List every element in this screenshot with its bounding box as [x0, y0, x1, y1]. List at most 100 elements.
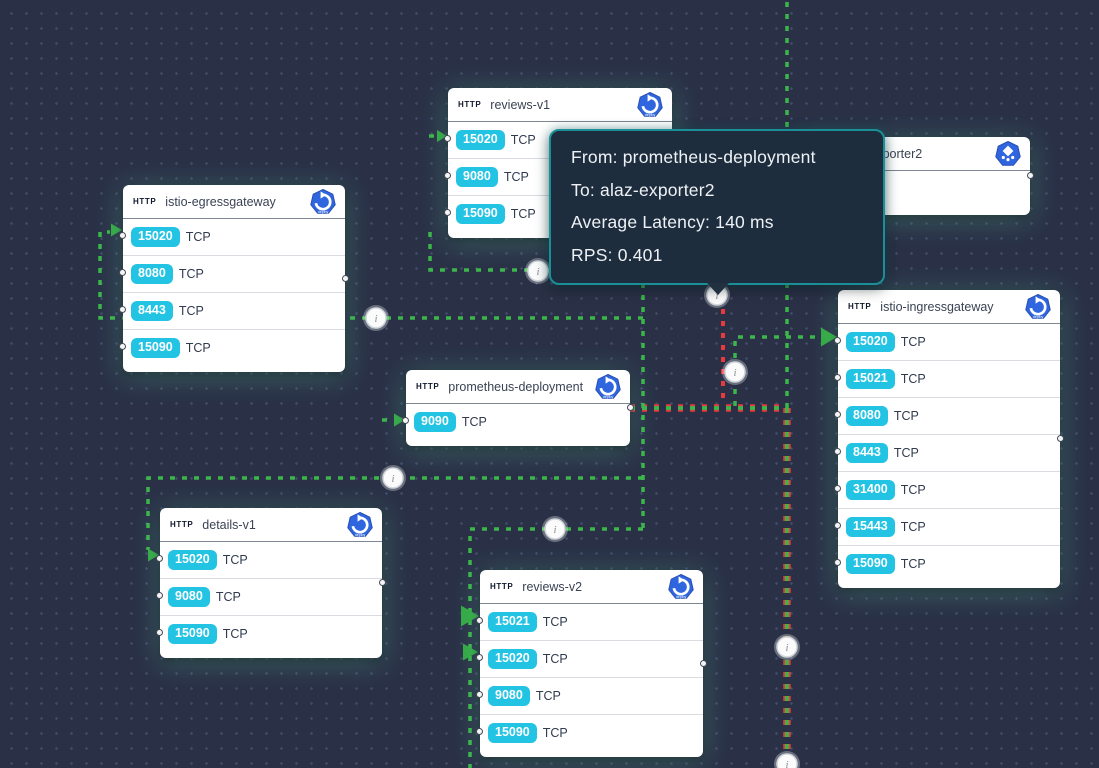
port-connection-handle[interactable] [156, 629, 163, 636]
node-output-handle[interactable] [700, 659, 707, 667]
port-number-badge: 15090 [168, 624, 217, 644]
port-connection-handle[interactable] [834, 374, 841, 381]
port-number-badge: 9080 [456, 167, 498, 187]
port-connection-handle[interactable] [119, 232, 126, 239]
edge-green-to-reviews-v2[interactable] [468, 527, 643, 768]
port-protocol-label: TCP [185, 341, 211, 355]
port-number-badge: 9090 [414, 412, 456, 432]
port-connection-handle[interactable] [119, 343, 126, 350]
kubernetes-pod-icon [995, 140, 1021, 166]
edge-info-button[interactable]: i [774, 634, 800, 660]
tooltip-row-rps: RPS: 0.401 [571, 244, 663, 265]
port-protocol-label: TCP [542, 652, 568, 666]
port-row-15020: 15020 TCP [119, 219, 345, 255]
port-number-badge: 9080 [168, 587, 210, 607]
port-connection-handle[interactable] [834, 411, 841, 418]
port-connection-handle[interactable] [476, 617, 483, 624]
port-connection-handle[interactable] [402, 417, 409, 424]
kubernetes-deployment-icon: deploy [637, 91, 663, 117]
port-connection-handle[interactable] [119, 269, 126, 276]
port-connection-handle[interactable] [119, 306, 126, 313]
edge-info-button[interactable]: i [722, 359, 748, 385]
edge-info-button[interactable]: i [525, 258, 551, 284]
port-number-badge: 8443 [131, 301, 173, 321]
port-protocol-label: TCP [215, 590, 241, 604]
node-output-handle[interactable] [1057, 435, 1064, 442]
svg-text:deploy: deploy [645, 113, 656, 117]
protocol-label: HTTP [416, 382, 440, 391]
port-number-badge: 9080 [488, 686, 530, 706]
svg-text:deploy: deploy [355, 533, 366, 537]
port-connection-handle[interactable] [444, 172, 451, 179]
port-number-badge: 15020 [488, 649, 537, 669]
node-output-handle[interactable] [342, 274, 349, 282]
port-protocol-label: TCP [178, 267, 204, 281]
svg-text:deploy: deploy [676, 595, 687, 599]
protocol-label: HTTP [170, 520, 194, 529]
arrowhead-reviews-v2-15020 [463, 643, 478, 661]
node-output-handle[interactable] [379, 579, 386, 586]
port-protocol-label: TCP [893, 446, 919, 460]
protocol-label: HTTP [133, 197, 157, 206]
port-number-badge: 15443 [846, 517, 895, 537]
edge-green-to-details[interactable] [146, 476, 643, 550]
port-connection-handle[interactable] [476, 691, 483, 698]
node-output-handle[interactable] [627, 404, 634, 411]
port-connection-handle[interactable] [834, 559, 841, 566]
port-protocol-label: TCP [900, 372, 926, 386]
node-output-handle[interactable] [1027, 172, 1034, 179]
port-connection-handle[interactable] [476, 654, 483, 661]
info-icon: i [536, 266, 539, 278]
port-protocol-label: TCP [510, 133, 536, 147]
port-number-badge: 15020 [168, 550, 217, 570]
port-connection-handle[interactable] [476, 728, 483, 735]
port-number-badge: 15021 [846, 369, 895, 389]
port-connection-handle[interactable] [834, 485, 841, 492]
node-title: reviews-v2 [522, 579, 583, 594]
port-connection-handle[interactable] [444, 135, 451, 142]
arrowhead-ingressgateway-15020 [821, 327, 837, 347]
edge-info-button[interactable]: i [363, 305, 389, 331]
info-icon: i [715, 290, 718, 302]
port-row-15090: 15090 TCP [834, 545, 1060, 582]
port-connection-handle[interactable] [834, 522, 841, 529]
edge-info-button[interactable]: i [774, 751, 800, 768]
tooltip-row-to: To: alaz-exporter2 [571, 179, 715, 200]
info-icon: i [733, 367, 736, 379]
port-number-badge: 15090 [846, 554, 895, 574]
port-protocol-label: TCP [542, 726, 568, 740]
port-connection-handle[interactable] [834, 448, 841, 455]
edge-info-button[interactable]: i [542, 516, 568, 542]
kubernetes-deployment-icon: deploy [347, 511, 373, 537]
port-number-badge: 15090 [456, 204, 505, 224]
port-number-badge: 15020 [846, 332, 895, 352]
edge-green-to-ingressgateway[interactable] [733, 335, 824, 406]
port-connection-handle[interactable] [834, 337, 841, 344]
edge-info-button[interactable]: i [380, 465, 406, 491]
port-connection-handle[interactable] [156, 592, 163, 599]
port-number-badge: 15020 [131, 227, 180, 247]
tooltip-arrow [707, 283, 729, 295]
edge-green-from-reviews-v1[interactable] [428, 232, 620, 272]
port-protocol-label: TCP [185, 230, 211, 244]
port-connection-handle[interactable] [444, 209, 451, 216]
port-connection-handle[interactable] [156, 555, 163, 562]
port-protocol-label: TCP [900, 557, 926, 571]
port-number-badge: 15021 [488, 612, 537, 632]
protocol-label: HTTP [490, 582, 514, 591]
info-icon: i [553, 524, 556, 536]
